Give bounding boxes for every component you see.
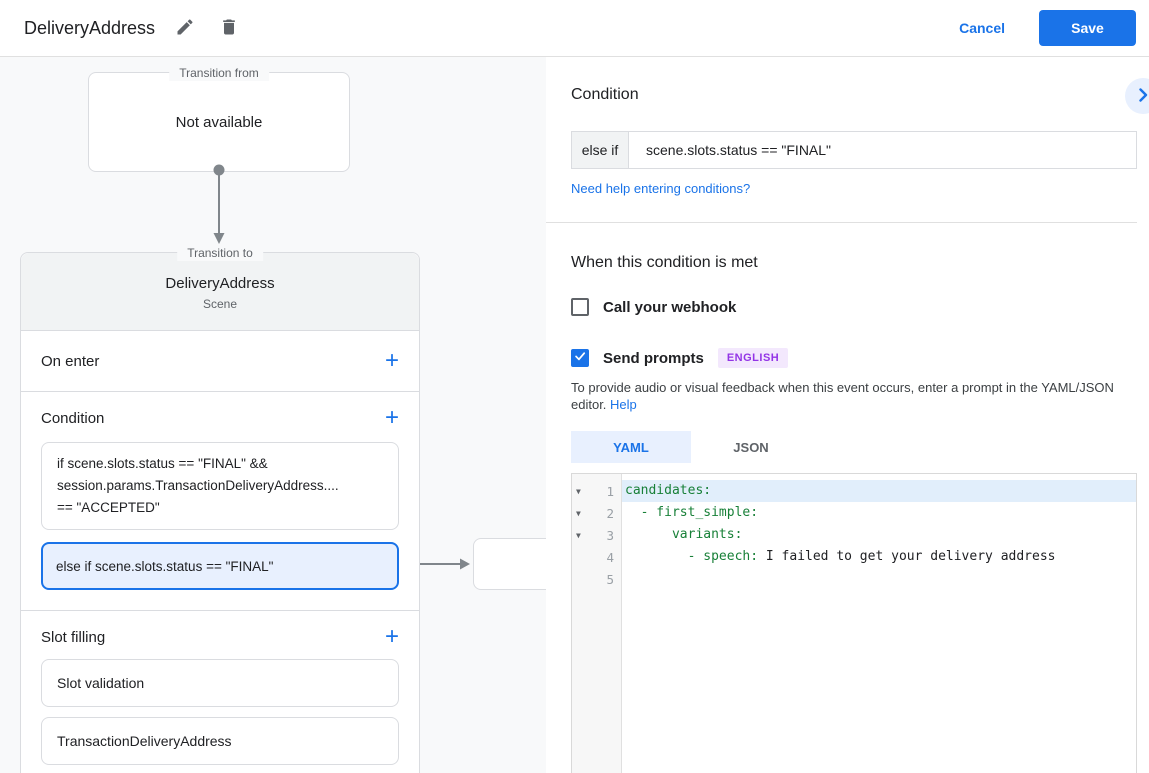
panel-title: Condition bbox=[571, 86, 639, 103]
condition-label: Condition bbox=[41, 409, 105, 427]
condition-item-elseif-selected[interactable]: else if scene.slots.status == "FINAL" bbox=[41, 542, 399, 590]
fold-arrow-icon[interactable]: ▼ bbox=[576, 486, 581, 496]
editor-gutter: ▼ 1 ▼ 2 ▼ 3 4 5 bbox=[572, 474, 622, 773]
code-line-3: variants: bbox=[622, 524, 1136, 546]
checkmark-icon bbox=[573, 349, 587, 368]
transition-from-legend: Transition from bbox=[169, 65, 269, 81]
code-line-1: candidates: bbox=[622, 480, 1136, 502]
fold-arrow-icon[interactable]: ▼ bbox=[576, 508, 581, 518]
slot-filling-label: Slot filling bbox=[41, 628, 106, 646]
chevron-right-icon bbox=[1131, 83, 1149, 110]
tab-yaml[interactable]: YAML bbox=[571, 431, 691, 463]
delete-scene-button[interactable] bbox=[215, 13, 243, 44]
yaml-key: candidates: bbox=[625, 483, 712, 498]
yaml-value: I failed to get your delivery address bbox=[758, 549, 1056, 564]
on-enter-label: On enter bbox=[41, 352, 100, 370]
slot-filling-section: Slot filling + Slot validation Transacti… bbox=[21, 611, 419, 773]
webhook-label: Call your webhook bbox=[603, 298, 737, 316]
line-number: 3 bbox=[606, 527, 614, 543]
editor-format-tabs: YAML JSON bbox=[571, 431, 811, 463]
code-line-5 bbox=[622, 568, 1136, 590]
prompt-description-text: To provide audio or visual feedback when… bbox=[571, 380, 1114, 412]
scene-name: DeliveryAddress bbox=[165, 275, 275, 292]
yaml-code-editor[interactable]: ▼ 1 ▼ 2 ▼ 3 4 5 bbox=[571, 473, 1137, 773]
slot-item-validation[interactable]: Slot validation bbox=[41, 659, 399, 707]
down-arrow-connector bbox=[213, 164, 225, 244]
code-line-4: - speech: I failed to get your delivery … bbox=[622, 546, 1136, 568]
line-number: 4 bbox=[606, 549, 614, 565]
scene-type-label: Scene bbox=[202, 297, 238, 311]
line-number: 2 bbox=[606, 505, 614, 521]
condition-detail-panel: Condition else if Need help entering con… bbox=[546, 57, 1149, 773]
fold-arrow-icon[interactable]: ▼ bbox=[576, 530, 581, 540]
transition-to-legend: Transition to bbox=[177, 245, 263, 261]
add-on-enter-button[interactable]: + bbox=[384, 347, 399, 374]
yaml-key: - first_simple: bbox=[625, 505, 759, 520]
prompt-description: To provide audio or visual feedback when… bbox=[571, 379, 1133, 413]
condition-met-title: When this condition is met bbox=[571, 254, 758, 271]
condition-prefix-label: else if bbox=[571, 131, 629, 169]
slot-item-transaction-delivery-address[interactable]: TransactionDeliveryAddress bbox=[41, 717, 399, 765]
condition-expression-input[interactable] bbox=[629, 131, 1137, 169]
tab-json[interactable]: JSON bbox=[691, 431, 811, 463]
add-condition-button[interactable]: + bbox=[384, 404, 399, 431]
save-button[interactable]: Save bbox=[1039, 10, 1136, 46]
line-number: 1 bbox=[606, 483, 614, 499]
line-number: 5 bbox=[606, 571, 614, 587]
condition-item-if[interactable]: if scene.slots.status == "FINAL" && sess… bbox=[41, 442, 399, 530]
condition-input-row: else if bbox=[571, 131, 1137, 169]
webhook-checkbox[interactable] bbox=[571, 298, 589, 316]
yaml-key: variants: bbox=[625, 527, 743, 542]
cancel-button[interactable]: Cancel bbox=[959, 20, 1005, 36]
pencil-icon bbox=[175, 17, 195, 40]
add-slot-button[interactable]: + bbox=[384, 623, 399, 650]
call-webhook-row[interactable]: Call your webhook bbox=[571, 298, 736, 316]
condition-section: Condition + if scene.slots.status == "FI… bbox=[21, 392, 419, 611]
help-link[interactable]: Help bbox=[610, 397, 637, 412]
editor-code-area[interactable]: candidates: - first_simple: variants: - … bbox=[622, 474, 1136, 773]
condition-help-link[interactable]: Need help entering conditions? bbox=[571, 181, 751, 196]
on-enter-section: On enter + bbox=[21, 331, 419, 392]
scene-diagram: Transition from Not available Transition… bbox=[0, 57, 559, 773]
transition-target-box bbox=[473, 538, 559, 590]
send-prompts-checkbox[interactable] bbox=[571, 349, 589, 367]
yaml-key: - speech: bbox=[625, 549, 759, 564]
condition-line: session.params.TransactionDeliveryAddres… bbox=[57, 478, 339, 493]
transition-from-content: Not available bbox=[175, 113, 263, 131]
trash-icon bbox=[219, 17, 239, 40]
panel-divider bbox=[546, 222, 1137, 223]
top-bar: DeliveryAddress Cancel Save bbox=[0, 0, 1149, 57]
scene-card: Transition to DeliveryAddress Scene On e… bbox=[20, 245, 420, 773]
send-prompts-label: Send prompts bbox=[603, 349, 704, 367]
topbar-actions: Cancel Save bbox=[959, 10, 1149, 46]
code-line-2: - first_simple: bbox=[622, 502, 1136, 524]
send-prompts-row[interactable]: Send prompts ENGLISH bbox=[571, 348, 789, 368]
language-badge: ENGLISH bbox=[717, 348, 789, 368]
edit-scene-button[interactable] bbox=[171, 13, 199, 44]
condition-line: == "ACCEPTED" bbox=[57, 500, 160, 515]
condition-line: if scene.slots.status == "FINAL" && bbox=[57, 456, 268, 471]
transition-from-box: Transition from Not available bbox=[88, 65, 350, 172]
page-title: DeliveryAddress bbox=[24, 17, 156, 38]
scene-card-header: Transition to DeliveryAddress Scene bbox=[21, 245, 419, 331]
collapse-panel-button[interactable] bbox=[1125, 78, 1149, 114]
